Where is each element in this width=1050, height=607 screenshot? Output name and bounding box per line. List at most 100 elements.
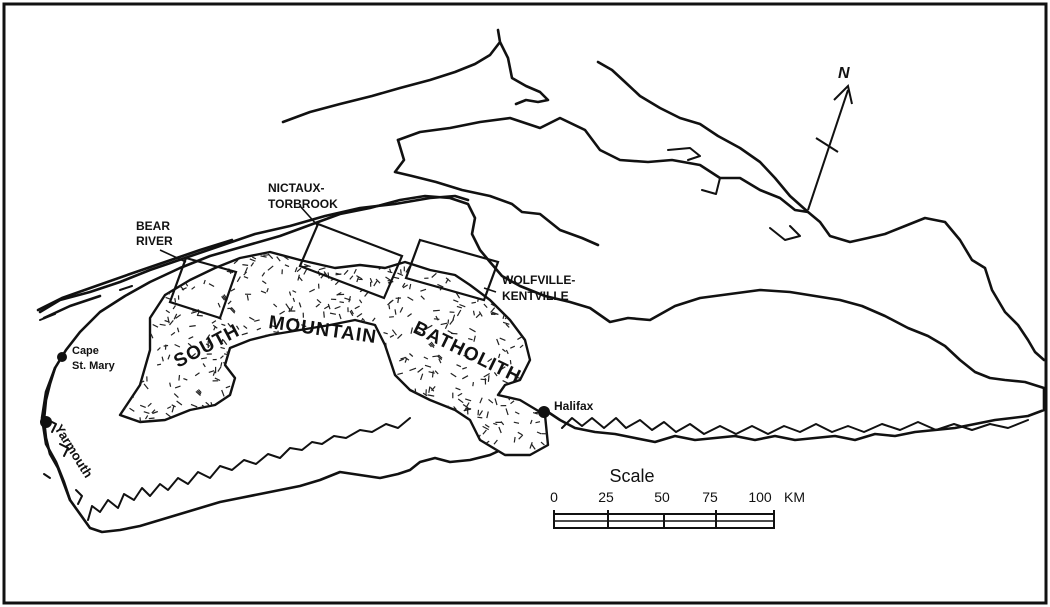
granite-dash — [327, 303, 331, 310]
granite-dash — [440, 322, 448, 326]
granite-dash — [455, 387, 461, 391]
scale-tick-50: 50 — [654, 489, 670, 505]
granite-dash — [510, 345, 516, 349]
granite-dash — [509, 360, 512, 365]
nictaux-label-1: NICTAUX- — [268, 181, 324, 195]
granite-dash — [471, 301, 477, 304]
granite-dash — [292, 297, 296, 302]
granite-dash — [387, 270, 393, 274]
minas-inner-coast — [393, 138, 600, 247]
granite-dash — [428, 386, 431, 393]
wolfville-kentville-area-box — [404, 238, 500, 302]
granite-dash — [486, 411, 489, 419]
granite-dash — [273, 303, 278, 308]
granite-dash — [505, 323, 510, 328]
granite-dash — [329, 312, 337, 315]
granite-dash — [220, 346, 225, 350]
granite-dash — [241, 332, 248, 336]
granite-dash — [372, 317, 376, 322]
granite-dash — [184, 281, 189, 287]
granite-dash — [502, 348, 506, 353]
granite-dash — [517, 431, 523, 436]
granite-dash — [129, 407, 135, 412]
granite-dash — [356, 313, 363, 318]
granite-dash — [235, 325, 240, 330]
granite-dash — [490, 312, 496, 316]
granite-dash — [477, 409, 480, 416]
granite-dash — [430, 341, 435, 347]
granite-dash — [413, 390, 420, 395]
granite-dash — [420, 295, 425, 300]
granite-dash — [434, 370, 439, 375]
granite-dash — [165, 296, 171, 300]
granite-dash — [437, 283, 444, 288]
granite-dash — [223, 353, 229, 356]
granite-dash — [420, 288, 427, 292]
granite-dash — [513, 421, 520, 424]
granite-dash — [343, 269, 349, 276]
granite-dash — [353, 268, 357, 274]
granite-dash — [195, 390, 201, 396]
granite-dash — [356, 275, 363, 280]
granite-dash — [435, 315, 439, 321]
cape-st-mary-dot — [57, 352, 67, 362]
granite-dash — [202, 363, 206, 368]
granite-dash — [424, 364, 432, 368]
granite-dash — [397, 372, 404, 375]
granite-dash — [318, 267, 326, 271]
granite-dash — [156, 363, 162, 366]
digby-neck-inner — [39, 285, 133, 321]
granite-dash — [213, 325, 217, 331]
granite-dash — [181, 287, 187, 291]
granite-dash — [246, 294, 249, 301]
granite-dash — [167, 316, 170, 324]
granite-dash — [401, 282, 406, 288]
granite-dash — [433, 309, 440, 312]
granite-dash — [449, 319, 455, 325]
granite-dash — [339, 301, 344, 304]
granite-dash — [445, 278, 449, 284]
granite-dash — [298, 276, 303, 282]
granite-dash — [171, 405, 175, 413]
granite-dash — [256, 327, 262, 331]
granite-dash — [394, 309, 397, 315]
granite-dash — [466, 402, 470, 407]
scale-tick-75: 75 — [702, 489, 718, 505]
granite-dash — [244, 267, 249, 274]
granite-dash — [463, 354, 469, 358]
granite-dash — [373, 280, 378, 287]
granite-dash — [194, 372, 200, 377]
granite-dash — [221, 296, 226, 301]
granite-dash — [519, 344, 524, 349]
granite-dash — [465, 398, 472, 402]
scale-tick-25: 25 — [598, 489, 614, 505]
wolfville-label-1: WOLFVILLE- — [502, 273, 575, 287]
granite-dash — [288, 291, 292, 296]
bear-river-area-box — [168, 256, 238, 320]
granite-dash — [285, 303, 291, 310]
granite-dash — [261, 272, 266, 277]
granite-dash — [389, 334, 395, 338]
eastern-shore-detail — [561, 417, 1029, 435]
granite-dash — [469, 327, 476, 333]
granite-dash — [490, 307, 496, 313]
granite-dash — [188, 336, 194, 340]
fundy-north-shore — [281, 28, 550, 124]
granite-dash — [169, 320, 174, 326]
wolfville-pointer — [483, 287, 497, 293]
granite-dash — [143, 411, 150, 414]
granite-dash — [420, 373, 424, 381]
granite-dash — [225, 385, 231, 389]
granite-dash — [148, 417, 155, 420]
granite-dash — [431, 272, 437, 278]
granite-dash — [517, 336, 523, 341]
granite-dash — [260, 255, 267, 258]
granite-dash — [487, 358, 493, 363]
granite-dash — [399, 307, 404, 313]
granite-dash — [456, 309, 462, 317]
granite-dash — [490, 303, 496, 307]
granite-dash — [269, 324, 277, 328]
granite-dash — [176, 327, 180, 333]
granite-dash — [139, 404, 146, 408]
granite-dash — [217, 366, 222, 372]
